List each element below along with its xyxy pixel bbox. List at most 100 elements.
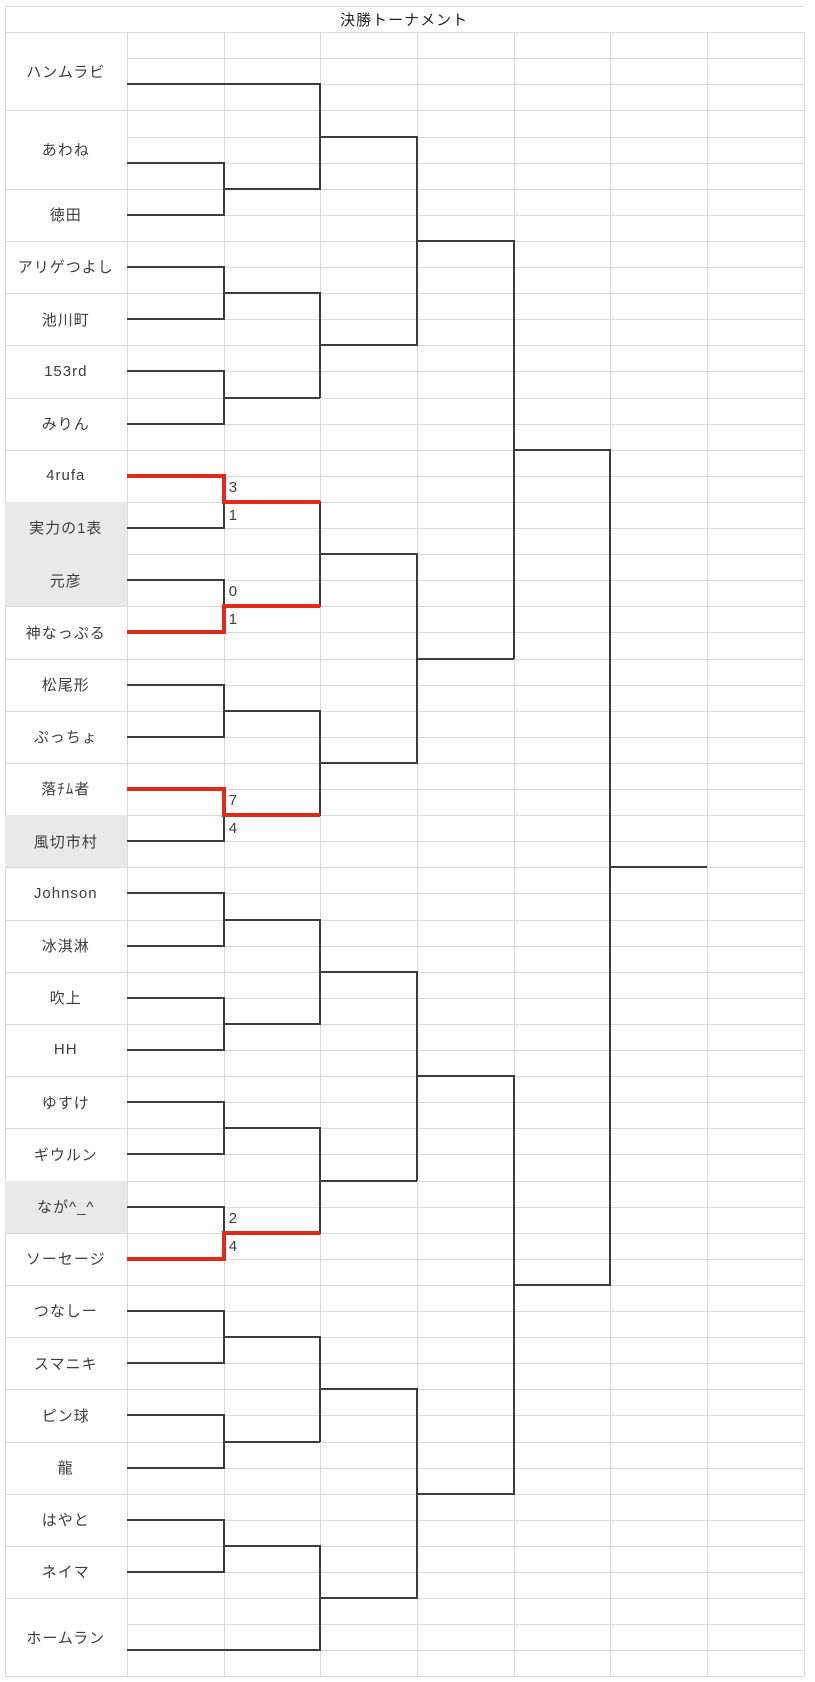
player-name: Johnson (33, 884, 98, 902)
gridline-horizontal (4, 6, 804, 7)
match-out-line (320, 1388, 417, 1391)
player-entry-line (127, 1205, 224, 1208)
gridline-horizontal (4, 501, 804, 503)
gridline-horizontal (127, 423, 804, 425)
player-entry-line (127, 944, 224, 947)
match-out-line (223, 396, 321, 399)
winner-entry-line (127, 473, 224, 478)
winner-advance-line (223, 604, 321, 609)
gridline-horizontal (4, 710, 804, 712)
gridline-horizontal (4, 1493, 804, 1495)
player-name: 風切市村 (33, 833, 98, 851)
gridline-horizontal (4, 867, 804, 869)
match-out-line (320, 344, 417, 347)
gridline-horizontal (127, 1154, 804, 1156)
gridline-horizontal (127, 267, 804, 268)
player-entry-line (127, 1049, 224, 1051)
match-score: 0 (228, 583, 238, 601)
match-out-line (610, 866, 707, 869)
player-name: 吹上 (49, 990, 82, 1008)
match-out-line (417, 239, 514, 242)
player-name: つなしー (33, 1303, 98, 1321)
player-name: HH (53, 1041, 78, 1059)
match-score: 3 (228, 478, 238, 496)
gridline-horizontal (127, 58, 804, 60)
gridline-horizontal (127, 1363, 804, 1365)
match-out-line (417, 1075, 514, 1078)
match-score: 4 (228, 820, 238, 838)
match-out-line (223, 1022, 321, 1025)
gridline-horizontal (127, 162, 804, 164)
bracket-title: 決勝トーナメント (340, 11, 469, 29)
winner-connector (221, 787, 226, 818)
gridline-horizontal (127, 736, 804, 738)
player-entry-line (127, 840, 224, 843)
match-out-line (417, 657, 514, 660)
winner-advance-line (223, 813, 321, 818)
winner-connector (221, 1230, 226, 1261)
player-name: あわね (41, 142, 90, 160)
gridline-horizontal (127, 893, 804, 895)
player-name: ギウルン (33, 1146, 98, 1164)
player-entry-line (127, 370, 224, 373)
match-out-line (320, 1179, 417, 1182)
gridline-horizontal (4, 449, 804, 451)
gridline-horizontal (127, 841, 804, 843)
match-out-line (513, 1283, 611, 1286)
match-out-line (223, 187, 321, 190)
gridline-horizontal (127, 1415, 804, 1417)
match-score: 7 (228, 792, 238, 810)
winner-entry-line (127, 630, 224, 635)
player-name: 冰淇淋 (41, 938, 90, 956)
gridline-horizontal (4, 1337, 804, 1339)
gridline-vertical (417, 32, 418, 1677)
player-name: ぷっちょ (33, 729, 98, 747)
player-name: 神なっぷる (25, 624, 106, 642)
player-name: ピン球 (41, 1407, 90, 1425)
gridline-horizontal (127, 997, 804, 999)
gridline-horizontal (4, 1128, 804, 1130)
player-entry-line (127, 1101, 224, 1104)
gridline-horizontal (127, 684, 804, 686)
player-entry-line (127, 996, 224, 999)
gridline-horizontal (127, 214, 804, 216)
gridline-horizontal (127, 789, 804, 790)
player-entry-line (127, 1414, 224, 1417)
player-entry-line (127, 1571, 224, 1573)
gridline-horizontal (4, 606, 804, 608)
gridline-horizontal (127, 1519, 804, 1521)
winner-advance-line (223, 1230, 321, 1235)
player-entry-line (127, 735, 224, 738)
gridline-horizontal (127, 136, 804, 138)
gridline-horizontal (127, 475, 804, 477)
player-entry-line (127, 422, 224, 425)
gridline-horizontal (127, 1650, 804, 1652)
gridline-horizontal (4, 110, 804, 112)
player-name: ゆすけ (41, 1094, 90, 1112)
match-out-line (417, 1492, 514, 1495)
gridline-horizontal (4, 1284, 804, 1286)
gridline-horizontal (4, 815, 804, 817)
match-score: 4 (228, 1237, 238, 1255)
gridline-vertical (707, 32, 708, 1677)
gridline-horizontal (4, 1545, 804, 1547)
player-entry-line (127, 683, 224, 686)
player-entry-line (127, 1466, 224, 1469)
gridline-horizontal (4, 1076, 804, 1078)
player-name: 4rufa (46, 467, 86, 485)
match-out-line (320, 553, 417, 556)
match-out-line (223, 1440, 321, 1443)
gridline-horizontal (127, 528, 804, 529)
player-entry-line (127, 318, 224, 321)
gridline-horizontal (4, 188, 804, 190)
player-name: 実力の1表 (29, 520, 103, 538)
player-name: 池川町 (41, 311, 90, 329)
match-out-line (223, 1544, 321, 1547)
winner-connector (221, 473, 226, 504)
winner-advance-line (223, 499, 321, 504)
gridline-horizontal (127, 580, 804, 582)
gridline-horizontal (127, 84, 804, 86)
match-out-line (320, 970, 417, 973)
gridline-horizontal (127, 1572, 804, 1573)
player-name: ホームラン (26, 1629, 106, 1647)
